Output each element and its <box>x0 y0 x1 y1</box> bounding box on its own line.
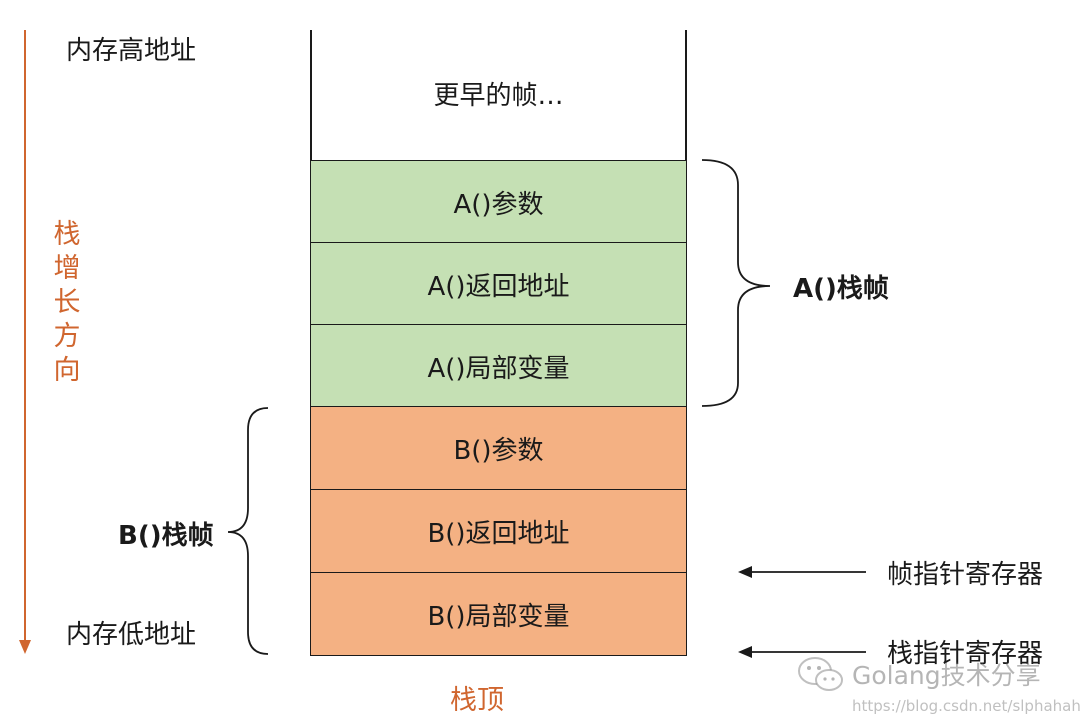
frame-pointer-arrowhead <box>738 566 752 578</box>
stack-top-label: 栈顶 <box>450 685 504 716</box>
b-frame-label: B()栈帧 <box>118 521 214 551</box>
watermark-text: Golang技术分享 <box>852 661 1041 690</box>
stack-cell-label: A()参数 <box>453 189 544 220</box>
stack-pointer-register-label: 栈指针寄存器 <box>887 639 1044 669</box>
a-frame-label: A()栈帧 <box>793 274 889 304</box>
b-frame-brace <box>227 407 269 655</box>
stack-cell-label: B()局部变量 <box>427 601 570 632</box>
stack-cell-b-return-address: B()返回地址 <box>310 489 687 574</box>
stack-cell-label: A()局部变量 <box>427 353 570 384</box>
memory-high-address-label: 内存高地址 <box>66 36 197 66</box>
stack-cell-b-locals: B()局部变量 <box>310 572 687 656</box>
stack-cell-b-params: B()参数 <box>310 406 687 491</box>
stack-cell-label: B()参数 <box>453 436 544 466</box>
frame-pointer-register-label: 帧指针寄存器 <box>887 560 1044 590</box>
stack-cell-label: A()返回地址 <box>427 271 570 302</box>
growth-direction-line <box>24 30 26 642</box>
stack-pointer-arrowhead <box>738 646 752 658</box>
stack-cell-label: B()返回地址 <box>427 519 570 549</box>
stack-cell-a-locals: A()局部变量 <box>310 324 687 408</box>
a-frame-brace <box>701 159 771 407</box>
stack-left-wall <box>310 30 312 162</box>
earlier-frames-label: 更早的帧… <box>433 81 564 111</box>
growth-direction-label: 栈增长方向 <box>53 219 81 386</box>
growth-direction-arrowhead <box>19 640 31 654</box>
watermark-url: https://blog.csdn.net/slphahaha <box>852 697 1080 715</box>
wechat-logo-icon <box>798 657 843 691</box>
memory-low-address-label: 内存低地址 <box>66 620 197 650</box>
stack-right-wall <box>685 30 687 162</box>
